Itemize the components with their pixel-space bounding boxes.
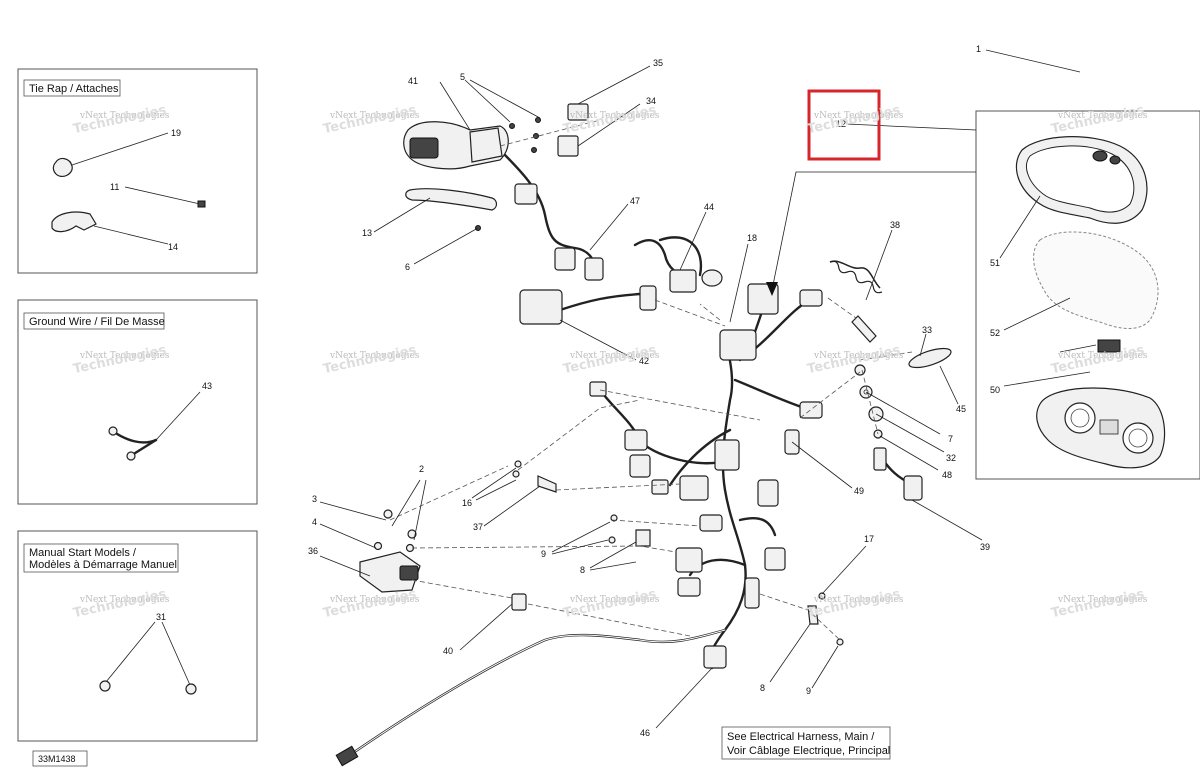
watermark-text: vNext Technologies bbox=[813, 351, 904, 361]
leader-lines bbox=[319, 49, 1081, 729]
reference-line-2: Voir Câblage Electrique, Principal bbox=[727, 745, 890, 757]
main-harness bbox=[335, 148, 823, 767]
callout-32: 32 bbox=[946, 453, 956, 463]
callout-6: 6 bbox=[405, 262, 410, 272]
callout-45: 45 bbox=[956, 404, 966, 414]
tie-rap-small-part bbox=[197, 200, 206, 208]
callout-3: 3 bbox=[312, 494, 317, 504]
right-side-parts bbox=[829, 260, 952, 501]
callout-37: 37 bbox=[473, 522, 483, 532]
callout-18: 18 bbox=[747, 233, 757, 243]
tie-rap-strap-part bbox=[51, 211, 97, 233]
tie-rap-box: Tie Rap / Attaches 19 11 14 bbox=[17, 68, 258, 274]
callout-51: 51 bbox=[990, 258, 1000, 268]
ground-wire-title: Ground Wire / Fil De Masse bbox=[29, 316, 165, 328]
callout-1: 1 bbox=[976, 44, 981, 54]
ground-wire-box: Ground Wire / Fil De Masse 43 bbox=[17, 299, 258, 505]
tie-rap-clip-part bbox=[52, 157, 73, 178]
gauge-connector-part bbox=[1097, 339, 1121, 353]
callout-12: 12 bbox=[836, 119, 846, 129]
watermark-logo-text: Technologies bbox=[322, 587, 418, 621]
watermark-logo-text: Technologies bbox=[562, 343, 658, 377]
callout-5: 5 bbox=[460, 72, 465, 82]
callout-36: 36 bbox=[308, 546, 318, 556]
watermark-text: vNext Technologies bbox=[1057, 351, 1148, 361]
watermark-text: vNext Technologies bbox=[329, 111, 420, 121]
dashed-guides bbox=[389, 119, 913, 641]
callout-14: 14 bbox=[168, 242, 178, 252]
watermark-text: vNext Technologies bbox=[569, 351, 660, 361]
callout-4: 4 bbox=[312, 517, 317, 527]
callout-47: 47 bbox=[630, 196, 640, 206]
manual-start-title-1: Manual Start Models / bbox=[29, 547, 137, 559]
callout-13: 13 bbox=[362, 228, 372, 238]
callout-44: 44 bbox=[704, 202, 714, 212]
callout-35: 35 bbox=[653, 58, 663, 68]
callout-43: 43 bbox=[202, 381, 212, 391]
callout-labels: 1 2 3 4 5 6 7 8 8 9 9 12 13 16 17 18 32 … bbox=[308, 44, 990, 738]
watermark-logo-text: Technologies bbox=[322, 343, 418, 377]
gauge-lens-part bbox=[1033, 231, 1159, 329]
callout-42: 42 bbox=[639, 356, 649, 366]
callout-33: 33 bbox=[922, 325, 932, 335]
callout-48: 48 bbox=[942, 470, 952, 480]
callout-50: 50 bbox=[990, 385, 1000, 395]
callout-8-right: 8 bbox=[760, 683, 765, 693]
reference-note: See Electrical Harness, Main / Voir Câbl… bbox=[721, 726, 891, 760]
diagram-code: 33M1438 bbox=[38, 754, 76, 764]
watermark-text: vNext Technologies bbox=[79, 351, 170, 361]
callout-9-left: 9 bbox=[541, 549, 546, 559]
watermark-text: vNext Technologies bbox=[1057, 595, 1148, 605]
callout-46: 46 bbox=[640, 728, 650, 738]
gauge-panel-box: 51 52 50 bbox=[975, 110, 1200, 480]
callout-38: 38 bbox=[890, 220, 900, 230]
manual-start-nut-left bbox=[99, 680, 111, 692]
watermark-text: vNext Technologies bbox=[813, 595, 904, 605]
tie-rap-title: Tie Rap / Attaches bbox=[29, 83, 119, 95]
lower-left-parts bbox=[359, 460, 844, 646]
reference-line-1: See Electrical Harness, Main / bbox=[727, 731, 875, 743]
watermark-logo-text: Technologies bbox=[562, 587, 658, 621]
watermark-text: vNext Technologies bbox=[569, 111, 660, 121]
watermark-text: vNext Technologies bbox=[1057, 111, 1148, 121]
watermark-text: vNext Technologies bbox=[79, 111, 170, 121]
callout-31: 31 bbox=[156, 612, 166, 622]
callout-19: 19 bbox=[171, 128, 181, 138]
watermark-logo-text: Technologies bbox=[322, 103, 418, 137]
watermark-text: vNext Technologies bbox=[329, 595, 420, 605]
callout-39: 39 bbox=[980, 542, 990, 552]
watermark-text: vNext Technologies bbox=[569, 595, 660, 605]
callout-40: 40 bbox=[443, 646, 453, 656]
callout-17: 17 bbox=[864, 534, 874, 544]
manual-start-box: Manual Start Models / Modèles à Démarrag… bbox=[17, 530, 258, 742]
highlight-box bbox=[807, 89, 881, 161]
callout-16: 16 bbox=[462, 498, 472, 508]
callout-2: 2 bbox=[419, 464, 424, 474]
callout-11: 11 bbox=[110, 182, 119, 192]
watermark-logo-text: Technologies bbox=[806, 343, 902, 377]
callout-9-right: 9 bbox=[806, 686, 811, 696]
diagram-code-box: 33M1438 bbox=[32, 750, 88, 767]
handlebar-switch-part bbox=[403, 121, 509, 211]
watermark-logo-text: Technologies bbox=[1050, 587, 1146, 621]
callout-49: 49 bbox=[854, 486, 864, 496]
watermark-text: vNext Technologies bbox=[79, 595, 170, 605]
watermark-text: vNext Technologies bbox=[329, 351, 420, 361]
callout-41: 41 bbox=[408, 76, 418, 86]
watermark-logo-text: Technologies bbox=[806, 103, 902, 137]
watermark-text: vNext Technologies bbox=[813, 111, 904, 121]
callout-8-left: 8 bbox=[580, 565, 585, 575]
callout-52: 52 bbox=[990, 328, 1000, 338]
manual-start-title-2: Modèles à Démarrage Manuel bbox=[29, 559, 177, 571]
manual-start-nut-right bbox=[185, 683, 197, 695]
watermark-logo-text: Technologies bbox=[806, 587, 902, 621]
callout-7: 7 bbox=[948, 434, 953, 444]
callout-34: 34 bbox=[646, 96, 656, 106]
